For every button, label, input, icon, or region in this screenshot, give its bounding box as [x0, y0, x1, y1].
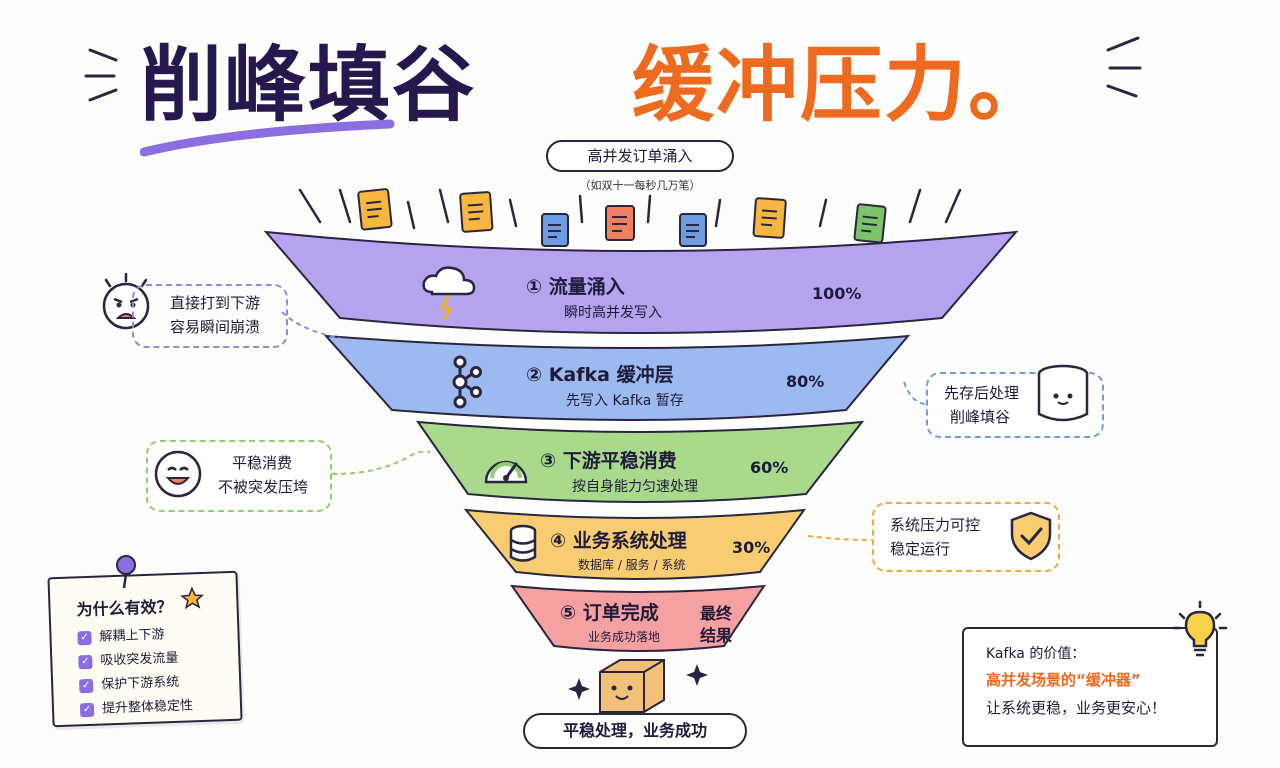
document-icon: [541, 213, 569, 247]
sparkle-icon: [568, 664, 708, 700]
callout-line: 直接打到下游: [170, 294, 261, 312]
title-main: 削峰填谷: [140, 38, 477, 133]
document-icon: [357, 188, 393, 231]
stage-4-sub: 数据库 / 服务 / 系统: [578, 558, 686, 572]
star-icon: [180, 586, 205, 610]
note-list: ✓ 解耦上下游 ✓ 吸收突发流量 ✓ 保护下游系统 ✓ 提升整体稳定性: [77, 622, 193, 722]
title-accent: 缓冲压力。: [632, 38, 1053, 133]
document-icon: [853, 203, 887, 244]
stage-4-percent: 30%: [732, 538, 771, 557]
document-icon: [752, 197, 787, 239]
stage-5-sub: 业务成功落地: [588, 630, 661, 644]
inflow-label: 高并发订单涌入: [546, 140, 734, 172]
checkbox-checked-icon: ✓: [79, 678, 94, 694]
spark-lines-left-icon: [84, 48, 118, 102]
kafka-value-box: Kafka 的价值： 高并发场景的“缓冲器” 让系统更稳，业务更安心！: [962, 627, 1218, 747]
funnel-stage-2: [323, 334, 911, 421]
note-title: 为什么有效？: [76, 597, 173, 620]
stage-5-result-line2: 结果: [700, 626, 733, 645]
stage-1-percent: 100%: [812, 284, 862, 303]
callout-line: 平稳消费: [232, 454, 293, 472]
title-underline: [140, 119, 395, 157]
value-heading: Kafka 的价值：: [986, 646, 1086, 662]
speedometer-icon: [484, 460, 528, 484]
lightbulb-icon: [1172, 600, 1228, 657]
funnel-stage-4: [463, 508, 807, 580]
document-icon: [605, 205, 635, 241]
callout-box: 先存后处理 削峰填谷: [926, 372, 1104, 438]
list-item-label: 吸收突发流量: [100, 650, 179, 669]
storm-cloud-icon: [422, 266, 476, 321]
stage-5-title: ⑤ 订单完成: [560, 602, 659, 624]
checkbox-checked-icon: ✓: [78, 654, 93, 670]
why-effective-note: 为什么有效？ ✓ 解耦上下游 ✓ 吸收突发流量 ✓ 保护下游系统 ✓ 提升整体稳定性: [47, 570, 243, 728]
database-icon: [509, 524, 537, 562]
list-item-label: 保护下游系统: [100, 674, 180, 693]
result-label: 平稳处理，业务成功: [523, 713, 747, 749]
stage-1-title: ① 流量涌入: [526, 276, 625, 298]
pushpin-icon: [116, 555, 136, 589]
list-item-label: 解耦上下游: [99, 627, 165, 645]
funnel-stage-3: [415, 420, 865, 503]
value-highlight: 高并发场景的“缓冲器”: [986, 671, 1141, 689]
list-item: ✓ 提升整体稳定性: [79, 694, 194, 722]
callout-line: 先存后处理: [944, 384, 1020, 402]
callout-line: 容易瞬间崩溃: [170, 318, 261, 336]
kafka-logo-icon: [452, 355, 482, 409]
funnel-stage-5: [509, 584, 767, 652]
document-icon: [679, 213, 707, 247]
spark-lines-right-icon: [1106, 36, 1142, 98]
stage-3-percent: 60%: [750, 458, 789, 477]
order-documents: [357, 188, 887, 247]
cylinder-buffer-icon: [1037, 364, 1089, 422]
stage-3-sub: 按自身能力匀速处理: [572, 479, 698, 495]
stage-3-title: ③ 下游平稳消费: [540, 450, 677, 472]
happy-box-icon: [599, 659, 665, 713]
callout-line: 系统压力可控: [890, 516, 981, 534]
callout-box: 直接打到下游 容易瞬间崩溃: [132, 284, 288, 348]
callout-line: 不被突发压垮: [218, 478, 309, 496]
stage-2-percent: 80%: [786, 372, 825, 391]
document-icon: [459, 191, 494, 233]
shield-check-icon: [1010, 511, 1052, 561]
stage-4-title: ④ 业务系统处理: [550, 530, 687, 552]
funnel-stage-1: [263, 230, 1019, 334]
value-summary: 让系统更稳，业务更安心！: [986, 699, 1167, 717]
callout-line: 削峰填谷: [950, 408, 1011, 426]
smile-face-icon: [154, 450, 202, 498]
list-item-label: 提升整体稳定性: [101, 698, 194, 717]
stage-2-sub: 先写入 Kafka 暂存: [566, 393, 684, 409]
stage-5-result-line1: 最终: [700, 604, 733, 623]
inflow-sub: （如双十一每秒几万笔）: [579, 179, 701, 192]
callout-line: 稳定运行: [890, 540, 951, 558]
stage-2-title: ② Kafka 缓冲层: [526, 364, 674, 386]
checkbox-checked-icon: ✓: [79, 702, 95, 718]
stage-1-sub: 瞬时高并发写入: [564, 305, 662, 321]
motion-lines-icon: [298, 188, 962, 230]
checkbox-checked-icon: ✓: [77, 630, 92, 646]
